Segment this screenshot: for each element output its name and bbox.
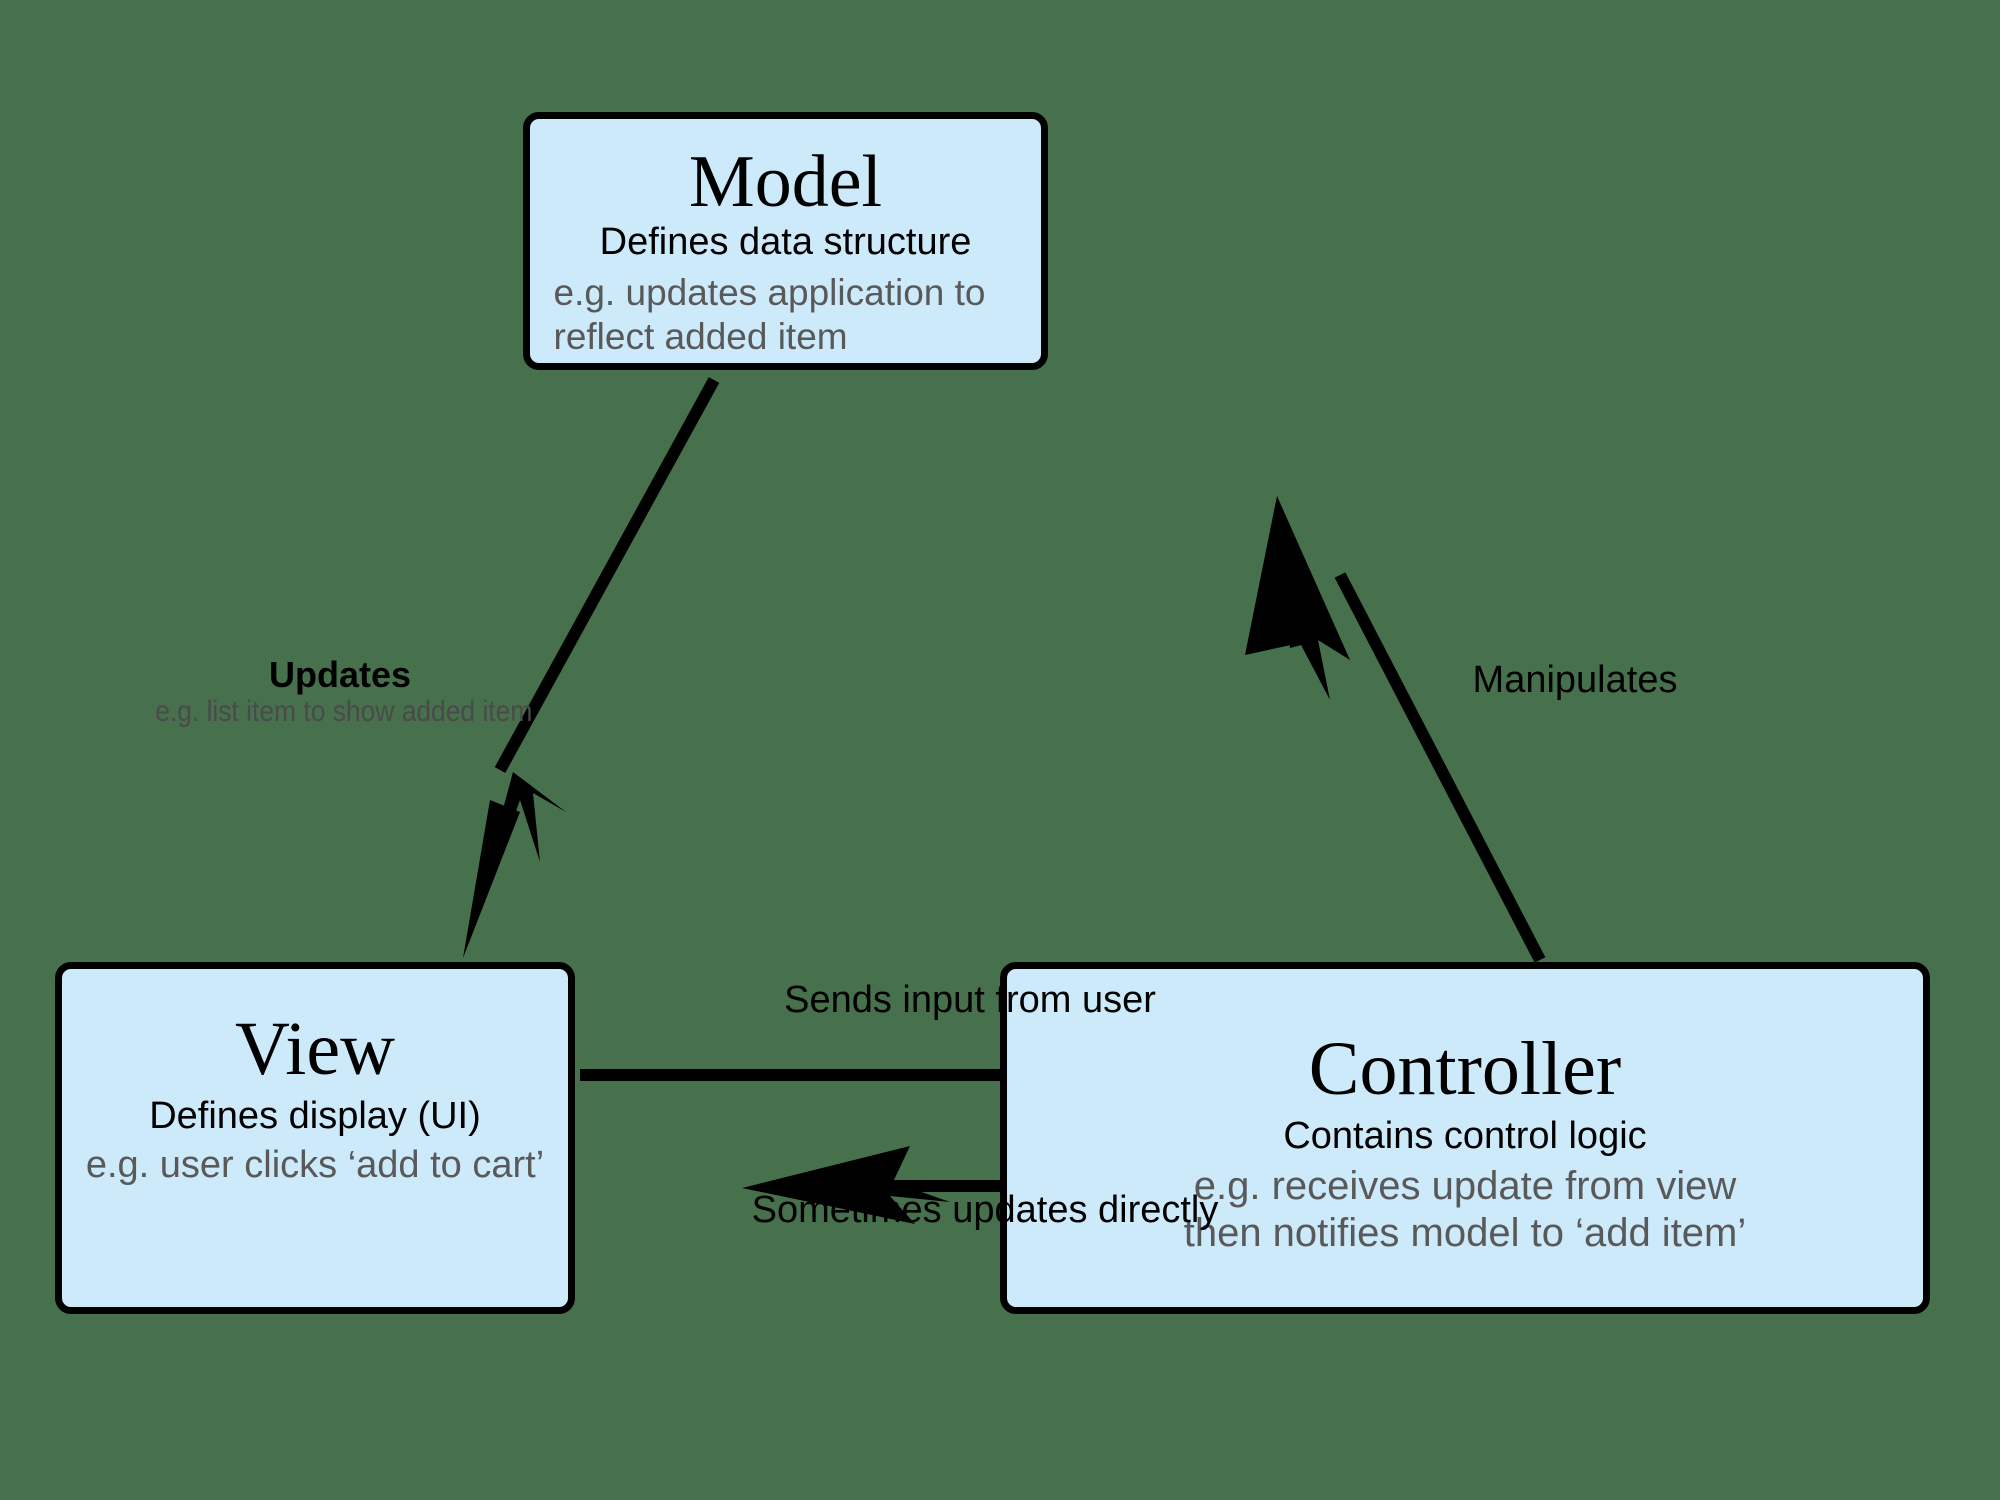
edge-label-sometimes-updates: Sometimes updates directly xyxy=(735,1189,1235,1232)
edge-label-sends-input-primary: Sends input from user xyxy=(784,979,1156,1021)
edge-label-updates-primary: Updates xyxy=(268,654,412,695)
node-model-example: e.g. updates application to reflect adde… xyxy=(553,271,986,357)
node-view[interactable]: View Defines display (UI) e.g. user clic… xyxy=(55,962,575,1314)
edge-label-updates-secondary: e.g. list item to show added item xyxy=(155,694,533,728)
node-model-title: Model xyxy=(688,141,883,223)
node-controller-example: e.g. receives update from view then noti… xyxy=(1184,1163,1747,1257)
node-controller-subtitle: Contains control logic xyxy=(1283,1115,1647,1157)
edge-label-manipulates-primary: Manipulates xyxy=(1472,659,1678,701)
node-controller[interactable]: Controller Contains control logic e.g. r… xyxy=(1000,962,1930,1314)
node-view-title: View xyxy=(234,1007,396,1091)
node-model[interactable]: Model Defines data structure e.g. update… xyxy=(523,112,1048,370)
node-view-subtitle: Defines display (UI) xyxy=(149,1095,481,1137)
edge-label-sends-input: Sends input from user xyxy=(735,979,1205,1022)
node-controller-title: Controller xyxy=(1308,1027,1622,1111)
node-controller-example-line-1: e.g. receives update from view xyxy=(1193,1163,1737,1208)
node-controller-example-line-2: then notifies model to ‘add item’ xyxy=(1183,1211,1747,1256)
node-model-subtitle: Defines data structure xyxy=(599,221,972,263)
arrow-model-to-view xyxy=(463,377,720,958)
edge-label-updates: Updates e.g. list item to show added ite… xyxy=(130,655,550,728)
node-view-example: e.g. user clicks ‘add to cart’ xyxy=(85,1143,545,1186)
arrow-controller-to-model xyxy=(1245,496,1546,963)
edge-label-manipulates: Manipulates xyxy=(1415,659,1735,702)
edge-label-sometimes-updates-primary: Sometimes updates directly xyxy=(751,1189,1219,1231)
